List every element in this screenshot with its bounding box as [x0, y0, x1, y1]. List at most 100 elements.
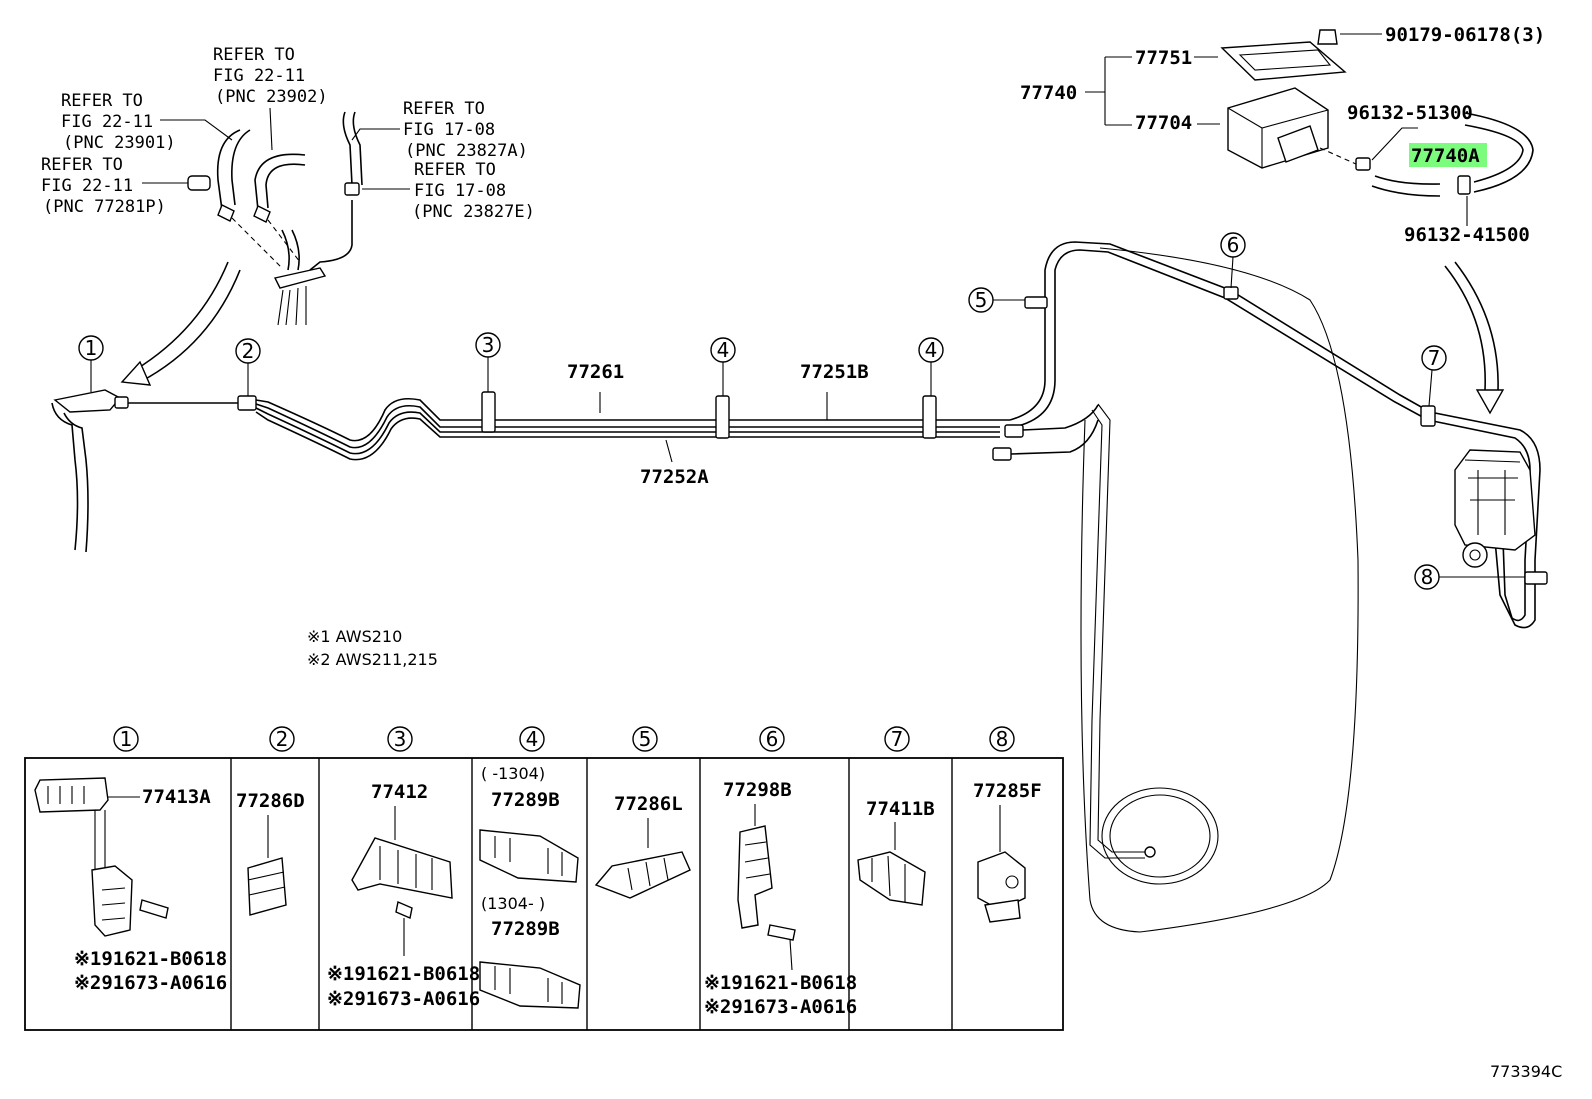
refer-callout-23902: REFER TO FIG 22-11 (PNC 23902): [213, 45, 328, 107]
marker-4b-text: 4: [925, 338, 938, 362]
table-header-7: 7: [884, 726, 910, 752]
main-lines-drawing: [51, 241, 1548, 933]
cell-4-range-1: ( -1304): [481, 764, 545, 783]
cell-2-part[interactable]: 77286D: [236, 790, 305, 812]
refer-23902-line3: (PNC 23902): [215, 87, 328, 107]
table-header-4-text: 4: [526, 727, 539, 751]
marker-7-text: 7: [1428, 346, 1441, 370]
marker-7[interactable]: 7: [1421, 345, 1447, 407]
table-cell-6: 77298B ※191621-B0618 ※291673-A0616: [704, 779, 857, 1018]
marker-4b[interactable]: 4: [918, 337, 944, 396]
refer-77281p-line1: REFER TO: [41, 155, 123, 175]
cell-6-part[interactable]: 77298B: [723, 779, 792, 801]
cell-3-sub-2: ※291673-A0616: [327, 988, 480, 1010]
parts-table: 1 2 3 4 5 6 7 8 7: [24, 726, 1064, 1031]
table-header-5: 5: [632, 726, 658, 752]
table-cell-3: 77412 ※191621-B0618 ※291673-A0616: [327, 781, 480, 1010]
table-header-7-text: 7: [891, 727, 904, 751]
cell-4-range-2: (1304- ): [481, 894, 545, 913]
pipe-77261-label[interactable]: 77261: [567, 361, 624, 383]
marker-1[interactable]: 1: [78, 335, 104, 392]
marker-2-text: 2: [242, 339, 255, 363]
cell-1-part[interactable]: 77413A: [142, 786, 211, 808]
cell-7-part[interactable]: 77411B: [866, 798, 935, 820]
refer-callout-77281p: REFER TO FIG 22-11 (PNC 77281P): [41, 155, 166, 217]
refer-23901-line2: FIG 22-11: [61, 112, 153, 132]
cell-1-sub-1: ※191621-B0618: [74, 948, 227, 970]
cell-6-sub-2: ※291673-A0616: [704, 996, 857, 1018]
table-cell-5: 77286L: [594, 793, 691, 899]
table-cell-2: 77286D: [236, 790, 305, 916]
refer-77281p-line2: FIG 22-11: [41, 176, 133, 196]
marker-1-text: 1: [85, 336, 98, 360]
refer-77281p-line3: (PNC 77281P): [43, 197, 166, 217]
canister-body-label: 77704: [1135, 112, 1192, 134]
refer-23827a-line3: (PNC 23827A): [405, 141, 528, 161]
refer-23901-line1: REFER TO: [61, 91, 143, 111]
table-header-8-text: 8: [996, 727, 1009, 751]
refer-callout-23901: REFER TO FIG 22-11 (PNC 23901): [61, 91, 176, 153]
refer-23827e-line3: (PNC 23827E): [412, 202, 535, 222]
cell-8-part[interactable]: 77285F: [973, 780, 1042, 802]
pipe-77251b-label[interactable]: 77251B: [800, 361, 869, 383]
canister-hose-label[interactable]: 77740A: [1411, 145, 1480, 167]
refer-23827e-line2: FIG 17-08: [414, 181, 506, 201]
pipe-77252a-label[interactable]: 77252A: [640, 466, 709, 488]
marker-4a-text: 4: [717, 338, 730, 362]
table-header-2: 2: [269, 726, 295, 752]
canister-drawing: [1085, 29, 1534, 226]
table-cell-8: 77285F: [973, 780, 1042, 923]
arrow-left-curved: [120, 261, 241, 386]
marker-6[interactable]: 6: [1220, 232, 1246, 289]
refer-callout-23827e: REFER TO FIG 17-08 (PNC 23827E): [412, 160, 535, 222]
refer-callout-23827a: REFER TO FIG 17-08 (PNC 23827A): [403, 99, 528, 161]
hose-highlight: [1409, 143, 1487, 167]
arrow-right-curved: [1444, 261, 1505, 415]
cell-5-part[interactable]: 77286L: [614, 793, 683, 815]
canister-assembly-label: 77740: [1020, 82, 1077, 104]
table-header-5-text: 5: [639, 727, 652, 751]
cell-1-sub-2: ※291673-A0616: [74, 972, 227, 994]
note-1: ※1 AWS210: [307, 627, 402, 646]
marker-5[interactable]: 5: [968, 287, 1025, 313]
table-header-6-text: 6: [766, 727, 779, 751]
circled-markers: 1 2 3 4 4 5 6: [78, 232, 1525, 590]
table-header-8: 8: [989, 726, 1015, 752]
cell-6-sub-1: ※191621-B0618: [704, 972, 857, 994]
marker-3[interactable]: 3: [475, 332, 501, 392]
refer-23827a-line1: REFER TO: [403, 99, 485, 119]
canister-clip-a-label: 96132-51300: [1347, 102, 1473, 124]
refer-leader-lines: [142, 107, 410, 190]
table-header-6: 6: [759, 726, 785, 752]
marker-8[interactable]: 8: [1414, 564, 1525, 590]
table-header-1-text: 1: [120, 727, 133, 751]
refer-23827e-line1: REFER TO: [414, 160, 496, 180]
note-2: ※2 AWS211,215: [307, 650, 438, 669]
refer-23901-line3: (PNC 23901): [63, 133, 176, 153]
main-line-labels: 77261 77251B 77252A: [567, 361, 869, 488]
marker-4a[interactable]: 4: [710, 337, 736, 396]
table-header-3: 3: [387, 726, 413, 752]
cell-3-part[interactable]: 77412: [371, 781, 428, 803]
table-header-3-text: 3: [394, 727, 407, 751]
table-cell-1: 77413A ※191621-B0618 ※291673-A0616: [34, 777, 227, 994]
marker-2[interactable]: 2: [235, 338, 261, 396]
marker-8-text: 8: [1421, 565, 1434, 589]
cell-4-part-1[interactable]: 77289B: [491, 789, 560, 811]
table-header-2-text: 2: [276, 727, 289, 751]
figure-id: 773394C: [1490, 1062, 1562, 1081]
hose-cluster-drawing: [187, 111, 363, 326]
table-cell-7: 77411B: [857, 798, 935, 906]
refer-23902-line1: REFER TO: [213, 45, 295, 65]
table-header-4: 4: [519, 726, 545, 752]
table-cell-4: ( -1304) 77289B (1304- ) 77289B: [479, 764, 581, 1009]
table-header-1: 1: [113, 726, 139, 752]
marker-3-text: 3: [482, 333, 495, 357]
marker-5-text: 5: [975, 288, 988, 312]
cell-4-part-2[interactable]: 77289B: [491, 918, 560, 940]
cell-3-sub-1: ※191621-B0618: [327, 963, 480, 985]
refer-23902-line2: FIG 22-11: [213, 66, 305, 86]
canister-cover-label: 77751: [1135, 47, 1192, 69]
refer-23827a-line2: FIG 17-08: [403, 120, 495, 140]
